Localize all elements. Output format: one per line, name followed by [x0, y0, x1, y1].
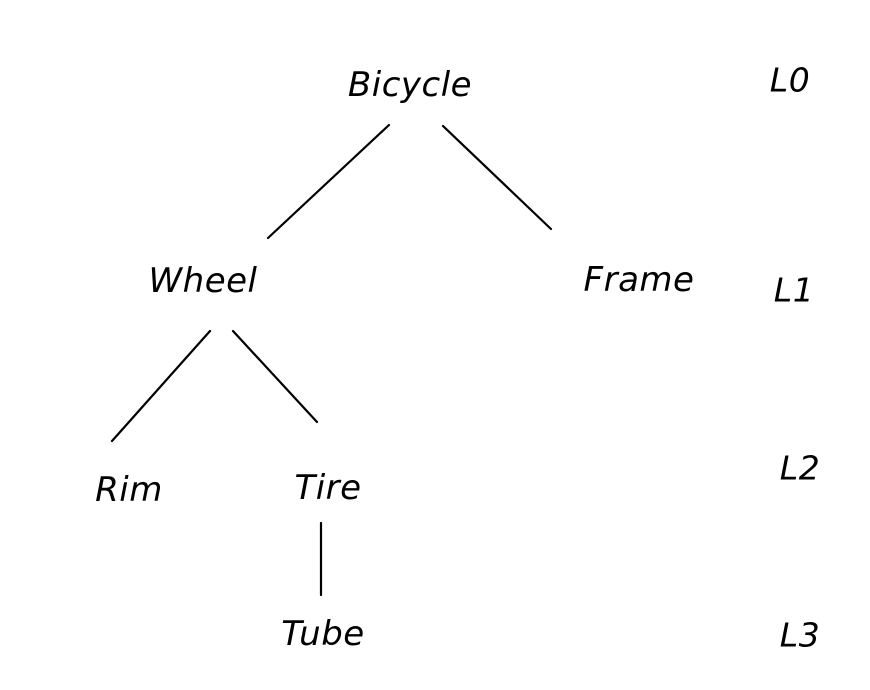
tree-node-bicycle[interactable]: Bicycle [347, 65, 473, 105]
tree-node-tube[interactable]: Tube [281, 614, 365, 654]
edge-bicycle-to-frame [441, 124, 553, 231]
tree-node-rim[interactable]: Rim [95, 470, 163, 510]
edge-wheel-to-tire [231, 329, 319, 424]
level-label-l3: L3 [779, 615, 821, 655]
level-label-l1: L1 [773, 270, 815, 310]
tree-node-wheel[interactable]: Wheel [148, 261, 258, 301]
tree-node-frame[interactable]: Frame [583, 260, 695, 300]
tree-node-tire[interactable]: Tire [294, 468, 362, 508]
level-label-l0: L0 [769, 60, 811, 100]
level-label-l2: L2 [779, 448, 821, 488]
edge-bicycle-to-wheel [266, 123, 391, 240]
edge-wheel-to-rim [110, 329, 212, 443]
